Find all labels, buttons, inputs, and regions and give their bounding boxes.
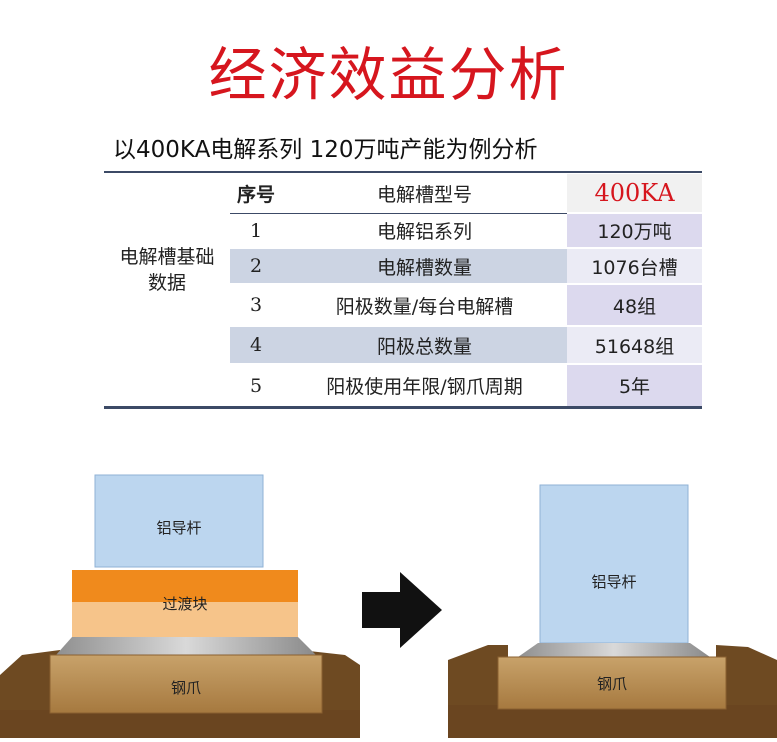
- row-1-value: 120万吨: [567, 214, 702, 247]
- illustration-after: 铝导杆 钢爪: [448, 465, 777, 738]
- header-index: 序号: [236, 183, 275, 206]
- group-label-line2: 数据: [147, 272, 186, 294]
- row-1-name: 电解铝系列: [376, 221, 472, 243]
- row-1-index: 1: [249, 219, 263, 242]
- before-rod-label: 铝导杆: [156, 519, 202, 537]
- page-title: 经济效益分析: [208, 41, 569, 109]
- row-4-index: 4: [230, 327, 282, 363]
- table-bottom-rule: [104, 406, 702, 409]
- row-3-name: 阳极数量/每台电解槽: [335, 295, 514, 318]
- row-3-index: 3: [249, 294, 263, 316]
- page-subtitle: 以400KA电解系列 120万吨产能为例分析: [113, 137, 538, 163]
- before-claw-label: 钢爪: [170, 679, 201, 697]
- header-value: 400KA: [567, 174, 702, 212]
- row-5-index: 5: [249, 374, 263, 397]
- arrow-right-icon: [362, 572, 442, 648]
- group-label: 电解槽基础 数据: [104, 244, 230, 296]
- row-4-value: 51648组: [567, 327, 702, 363]
- row-3-value: 48组: [567, 285, 702, 325]
- table-top-rule: [104, 171, 702, 173]
- table-header-rule: [230, 213, 567, 214]
- illustration-before: 铝导杆 过渡块 钢爪: [0, 465, 360, 738]
- row-4-name: 阳极总数量: [282, 327, 567, 363]
- row-2-index: 2: [230, 249, 282, 283]
- row-5-value: 5年: [567, 365, 702, 406]
- header-name: 电解槽型号: [376, 183, 472, 206]
- row-2-name: 电解槽数量: [282, 249, 567, 283]
- before-assembly-graphic: [0, 474, 360, 738]
- row-5-name: 阳极使用年限/钢爪周期: [326, 376, 523, 398]
- row-2-value: 1076台槽: [567, 249, 702, 283]
- after-claw-label: 钢爪: [596, 675, 627, 693]
- group-label-line1: 电解槽基础: [119, 246, 215, 268]
- before-transition-label: 过渡块: [162, 595, 208, 613]
- after-rod-label: 铝导杆: [591, 573, 637, 591]
- after-assembly-graphic: [448, 484, 777, 738]
